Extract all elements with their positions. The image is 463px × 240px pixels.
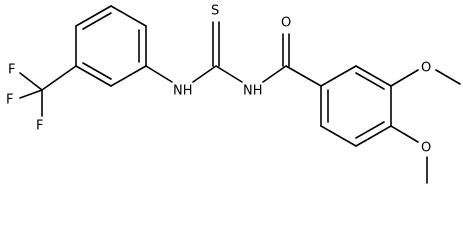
bond-c-f2 [19,89,43,99]
bond-ring2-d [355,125,392,147]
atom-f2-label: F [6,93,13,108]
bond-ring2-double-1 [355,72,385,90]
atom-o-carbonyl-label: O [281,16,291,31]
bond-ring2-double-2 [355,121,385,139]
atom-nh-right-label: NH [243,84,263,99]
bond-ring1-d [110,5,147,27]
bond-o-ch3-top [435,69,461,85]
bond-ring2-a [320,65,357,87]
molecule-canvas: F F F NH S NH O O O [6,4,461,184]
bond-nh-cs [192,65,217,83]
atom-o-methoxy-bottom-label: O [421,141,431,156]
molecule-structure: F F F NH S NH O O O [6,4,461,184]
bond-ring1-double-1 [82,62,112,80]
bond-ring2-b [355,65,392,87]
atom-f3-label: F [36,119,43,134]
bond-ring1-double-3 [82,12,112,30]
bond-ring1-a [75,65,112,87]
bond-cf3-ring [41,65,77,91]
bond-nh-co [262,65,287,83]
bond-co-ring [285,65,322,87]
bond-ring1-e [75,5,112,27]
bond-c-f1 [19,72,43,91]
bond-ring2-o-top [390,69,419,87]
atom-f1-label: F [8,63,15,78]
bond-cs-nh [215,65,243,83]
bond-ring1-b [110,65,147,87]
bond-ring2-e [320,125,357,147]
bond-ring1-nh [145,65,173,83]
atom-o-methoxy-top-label: O [421,61,431,76]
atom-s-label: S [211,4,219,19]
atom-nh-left-label: NH [173,84,193,99]
bond-ring2-o-bottom [390,125,419,143]
